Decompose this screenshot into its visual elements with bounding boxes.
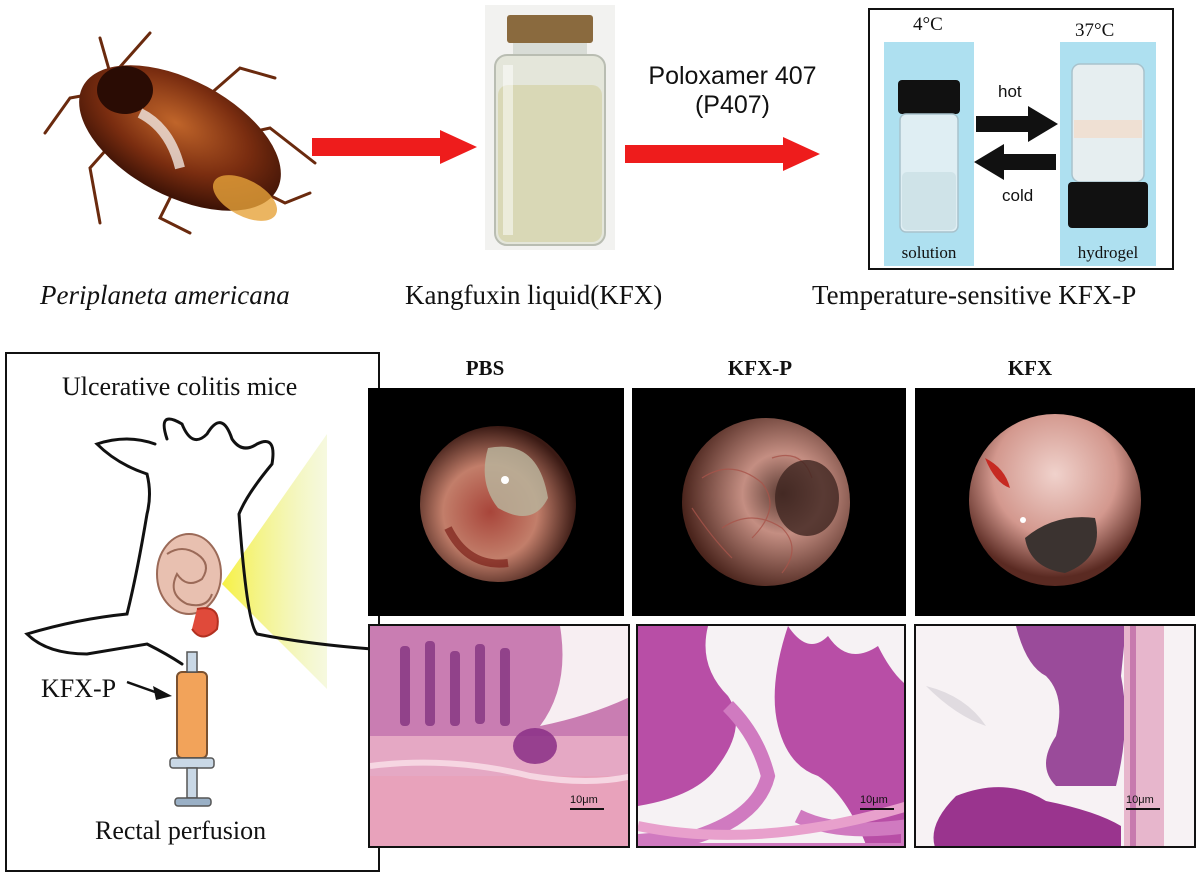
temp-cold-label: 4°C [913, 14, 943, 35]
histology-kfx-view [916, 626, 1194, 846]
kfx-caption: Kangfuxin liquid(KFX) [405, 280, 663, 310]
administration-method: Rectal perfusion [95, 816, 267, 845]
scalebar-kfx: 10μm [1126, 794, 1160, 810]
mouse-panel-title: Ulcerative colitis mice [62, 372, 298, 401]
cockroach-illustration [43, 31, 317, 235]
histology-kfxp: 10μm [636, 624, 906, 848]
endoscopy-pbs-view [420, 426, 576, 582]
insect-caption: Periplaneta americana [40, 280, 290, 310]
scalebar-kfxp: 10μm [860, 794, 894, 810]
histology-pbs: 10μm [368, 624, 630, 848]
scalebar-pbs-label: 10μm [570, 794, 598, 806]
hot-label: hot [998, 82, 1022, 101]
endoscopy-kfx-view [969, 414, 1141, 586]
scalebar-pbs: 10μm [570, 794, 604, 810]
hot-arrow [976, 106, 1058, 142]
endoscopy-kfxp [632, 388, 906, 616]
group-label-kfx: KFX [1007, 356, 1053, 380]
histology-kfxp-view [638, 626, 904, 846]
process-arrow-2 [625, 137, 820, 171]
drug-label: KFX-P [41, 674, 117, 703]
solution-vial-photo: solution [884, 42, 974, 266]
scalebar-kfxp-label: 10μm [860, 794, 888, 806]
polymer-label: Poloxamer 407 (P407) [620, 62, 845, 120]
histology-kfx: 10μm [914, 624, 1196, 848]
hydrogel-label: hydrogel [1078, 243, 1139, 262]
histology-pbs-view [370, 626, 628, 846]
mouse-model-panel: Ulcerative colitis mice KFX-P Rectal per… [5, 352, 380, 872]
endoscopy-kfxp-view [682, 418, 850, 586]
cold-arrow [974, 144, 1056, 180]
group-label-kfxp: KFX-P [727, 356, 793, 380]
polymer-abbreviation: (P407) [694, 91, 771, 119]
mouse-outline-illustration [24, 417, 374, 807]
hydrogel-vial-photo: hydrogel [1060, 42, 1156, 266]
scalebar-kfx-label: 10μm [1126, 794, 1154, 806]
solution-label: solution [902, 243, 957, 262]
endoscopy-kfx [915, 388, 1195, 616]
temp-hot-label: 37°C [1075, 20, 1115, 41]
kfx-jar-photo [485, 5, 615, 250]
kfxp-caption: Temperature-sensitive KFX-P [812, 280, 1137, 310]
polymer-name: Poloxamer 407 [648, 62, 817, 90]
endoscopy-pbs [368, 388, 624, 616]
group-label-pbs: PBS [465, 356, 505, 380]
process-arrow-1 [312, 130, 477, 164]
cold-label: cold [1002, 186, 1034, 205]
thermo-gel-panel: 4°C 37°C solution hot cold hydrogel [868, 8, 1174, 270]
